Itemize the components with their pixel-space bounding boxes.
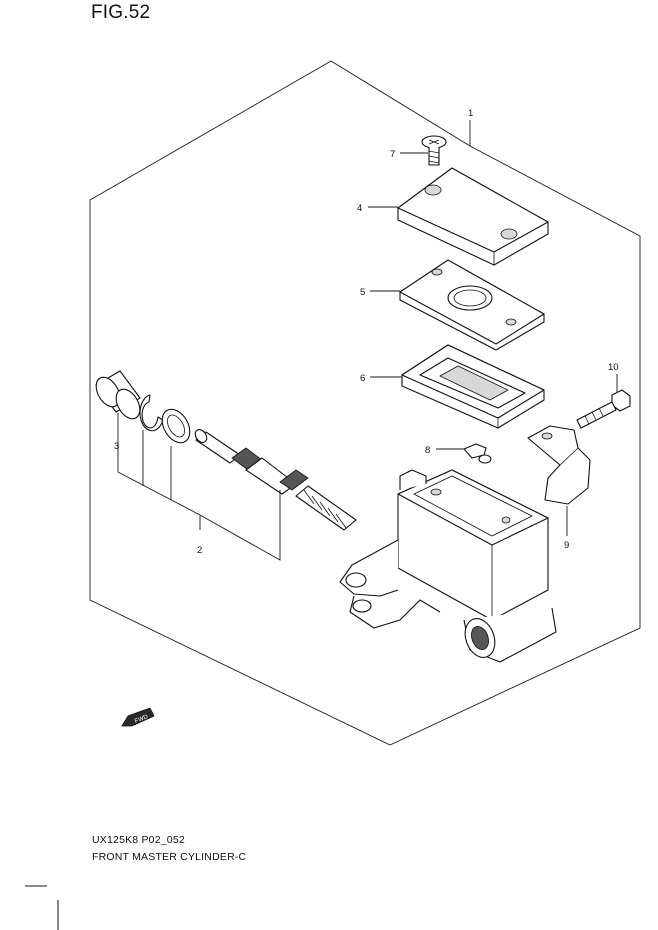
fwd-label: FWD [134,714,150,725]
part-6-diaphragm[interactable] [401,344,545,429]
fwd-arrow-icon: FWD [121,707,155,727]
part-4-reservoir-cap[interactable] [397,167,549,266]
callout-8: 8 [425,445,430,456]
crop-marks [25,885,59,930]
part-8-clip[interactable] [463,443,492,464]
callout-2: 2 [197,545,202,556]
drawing-code: UX125K8 P02_052 [92,834,185,846]
callout-9: 9 [564,540,569,551]
callout-1: 1 [468,108,473,119]
callout-7: 7 [390,149,395,160]
part-7-screw[interactable] [421,135,447,166]
part-2-piston-assembly[interactable] [193,427,357,531]
part-3-cup-and-rings[interactable] [91,370,195,448]
callout-5: 5 [360,287,365,298]
part-10-bolt[interactable] [576,389,631,429]
callout-4: 4 [357,203,362,214]
callout-6: 6 [360,373,365,384]
callout-3: 3 [114,441,119,452]
part-9-clamp[interactable] [527,425,591,505]
assembly-frame [89,60,641,746]
part-5-diaphragm-plate[interactable] [399,259,545,351]
figure-title: FIG.52 [91,2,151,23]
master-cylinder-body[interactable] [339,469,557,663]
callout-10: 10 [608,362,619,373]
drawing-name: FRONT MASTER CYLINDER-C [92,851,247,863]
